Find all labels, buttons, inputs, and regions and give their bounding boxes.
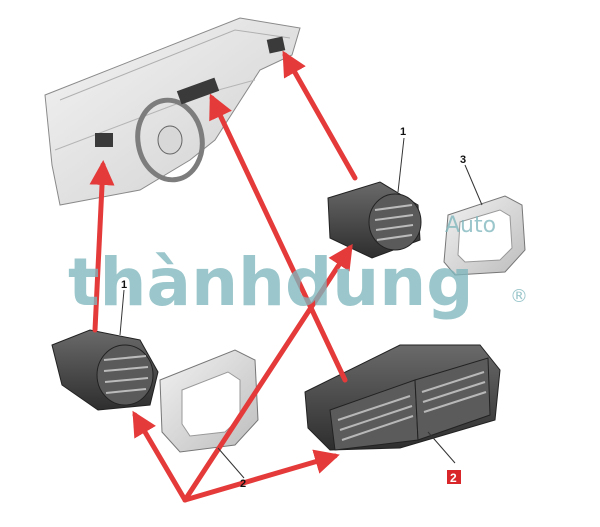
- watermark: thànhdung Auto ®: [68, 213, 528, 321]
- vent-center: [304, 344, 501, 451]
- dashboard-assembly: [44, 17, 301, 206]
- dash-right-vent: [266, 36, 286, 54]
- arrow-origin-to-vent-left: [132, 410, 188, 503]
- arrow-origin-to-vent-center: [182, 449, 340, 503]
- arrow-center-vent-to-dash: [209, 93, 348, 383]
- callout-vent-center: 2: [450, 471, 457, 485]
- vent-left: [51, 329, 159, 411]
- vent-top-right: [327, 181, 422, 259]
- arrow-right-vent-to-dash: [282, 50, 358, 181]
- watermark-sub: Auto: [445, 213, 496, 238]
- callout-badge-vent-center: 2: [447, 470, 461, 485]
- watermark-registered: ®: [510, 286, 528, 307]
- callout-vent-top-right: 1: [400, 126, 406, 138]
- callout-vent-left: 1: [121, 279, 127, 291]
- dash-left-vent: [95, 133, 113, 147]
- dash-center-vent: [176, 77, 220, 105]
- watermark-brand: thànhdung: [68, 244, 474, 321]
- arrow-origin-to-vent-top: [182, 243, 353, 503]
- callout-bezel-top-right: 3: [460, 154, 466, 166]
- arrow-left-vent-to-dash: [89, 160, 115, 333]
- bezel-left: [159, 349, 259, 453]
- callout-bezel-left: 2: [240, 478, 246, 490]
- bezel-top-right: [443, 195, 526, 276]
- pointer-arrows: [89, 50, 358, 503]
